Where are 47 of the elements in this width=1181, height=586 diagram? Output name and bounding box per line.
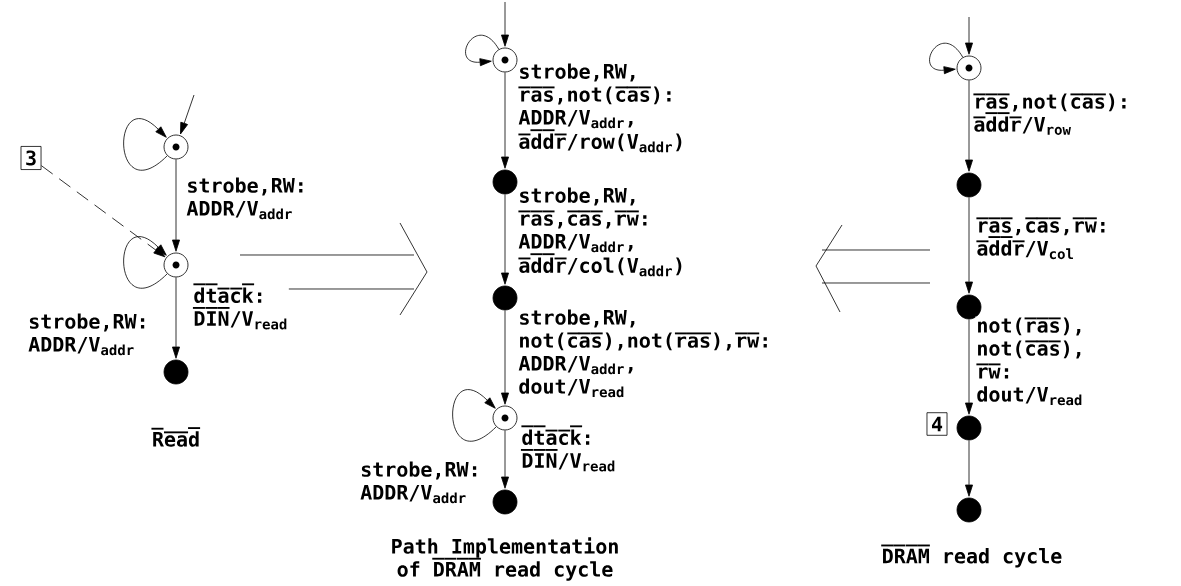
edge-label: r̅a̅s̅,not(c̅a̅s̅): a̅d̅d̅r̅/V$_{row}$ — [972, 92, 1131, 136]
state-circle — [163, 252, 189, 278]
self-loop-arrow — [123, 236, 168, 289]
self-loop-arrow — [465, 34, 500, 67]
edge-label: strobe,RW: ADDR/V$_{addr}$ — [27, 312, 150, 357]
arrow — [501, 72, 509, 169]
self-loop-arrow — [929, 42, 964, 75]
state-circle — [492, 405, 518, 431]
arrow — [501, 194, 509, 285]
edge-label: strobe,RW: ADDR/V$_{addr}$ — [359, 460, 482, 505]
edge-label: strobe,RW, r̅a̅s̅,not(c̅a̅s̅): ADDR/V$_{addr}$, a̅d̅d̅r̅/row(V$_{addr}$) — [517, 62, 687, 154]
state-dot — [492, 169, 518, 195]
edge-label: strobe,RW, not(c̅a̅s̅),not(r̅a̅s̅),r̅w̅: ADDR/V$_{addr}$, dout/V$_{read}$ — [517, 308, 773, 399]
caption: D̅R̅A̅M̅ read cycle — [881, 544, 1062, 568]
arrow — [965, 197, 973, 294]
arrow — [501, 1, 509, 47]
state-dot — [163, 359, 189, 385]
arrow — [501, 310, 509, 405]
state-dot — [492, 285, 518, 311]
edge-label: r̅a̅s̅,c̅a̅s̅,r̅w̅: a̅d̅d̅r̅/V$_{col}$ — [975, 216, 1110, 261]
self-loop-arrow — [452, 389, 497, 442]
edge-label: not(r̅a̅s̅), not(c̅a̅s̅), r̅w̅: dout/V$_{read}$ — [975, 316, 1086, 407]
edge-label: d̅t̅a̅c̅k̅: D̅I̅N̅/V$_{read}$ — [520, 424, 617, 473]
arrow — [180, 94, 195, 135]
self-loop-arrow — [123, 118, 168, 171]
edge-label: strobe,RW, r̅a̅s̅,c̅a̅s̅,r̅w̅: ADDR/V$_{addr}$, a̅d̅d̅r̅/col(V$_{addr}$) — [517, 186, 687, 278]
arrow — [501, 430, 509, 489]
arrow — [965, 440, 973, 497]
state-dot — [492, 489, 518, 515]
arrow — [172, 159, 180, 252]
arrow — [965, 319, 973, 415]
state-circle — [956, 55, 982, 81]
state-circle — [163, 134, 189, 160]
edge-label: d̅t̅a̅c̅k̅: D̅I̅N̅/V$_{read}$ — [192, 282, 289, 331]
edge-label: strobe,RW: ADDR/V$_{addr}$ — [185, 176, 308, 221]
caption: R̅e̅a̅d̅ — [151, 427, 201, 447]
state-dot — [956, 497, 982, 523]
callout-number: 3 — [20, 146, 42, 170]
state-dot — [956, 415, 982, 441]
arrow — [965, 80, 973, 172]
dashed-arrow — [41, 165, 166, 258]
callout-number: 4 — [926, 412, 948, 436]
state-dot — [956, 172, 982, 198]
state-circle — [492, 47, 518, 73]
caption: Path Implementation of D̅R̅A̅M̅ read cycle — [392, 537, 618, 581]
arrow — [172, 277, 180, 359]
arrow — [965, 16, 973, 55]
